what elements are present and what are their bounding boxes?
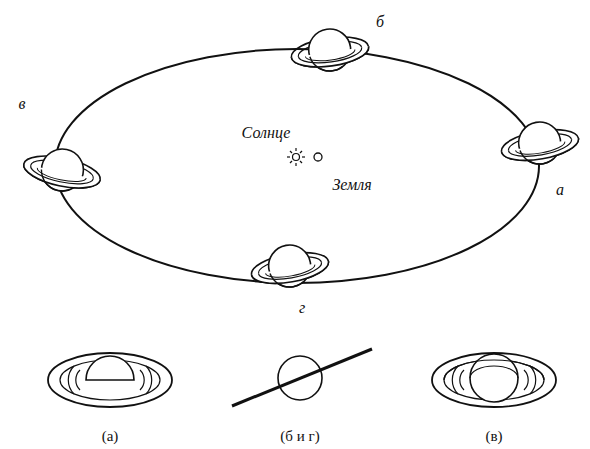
saturn-a xyxy=(498,116,582,171)
position-letter: г xyxy=(299,299,305,317)
view-b-g xyxy=(232,349,372,406)
position-letter: в xyxy=(19,95,26,113)
view-label: (б и г) xyxy=(280,428,319,445)
earth-symbol xyxy=(314,153,322,161)
saturn-g xyxy=(248,239,332,294)
saturn-b xyxy=(288,24,371,76)
earth-label: Земля xyxy=(332,176,371,194)
position-letter: б xyxy=(376,13,384,31)
sun-label: Солнце xyxy=(242,124,291,142)
position-letter: а xyxy=(556,181,564,199)
view-a xyxy=(48,353,172,407)
view-label: (а) xyxy=(102,428,119,445)
view-v xyxy=(432,353,556,407)
saturn-v xyxy=(20,141,105,198)
sun-symbol xyxy=(287,148,305,166)
view-label: (в) xyxy=(485,428,502,445)
